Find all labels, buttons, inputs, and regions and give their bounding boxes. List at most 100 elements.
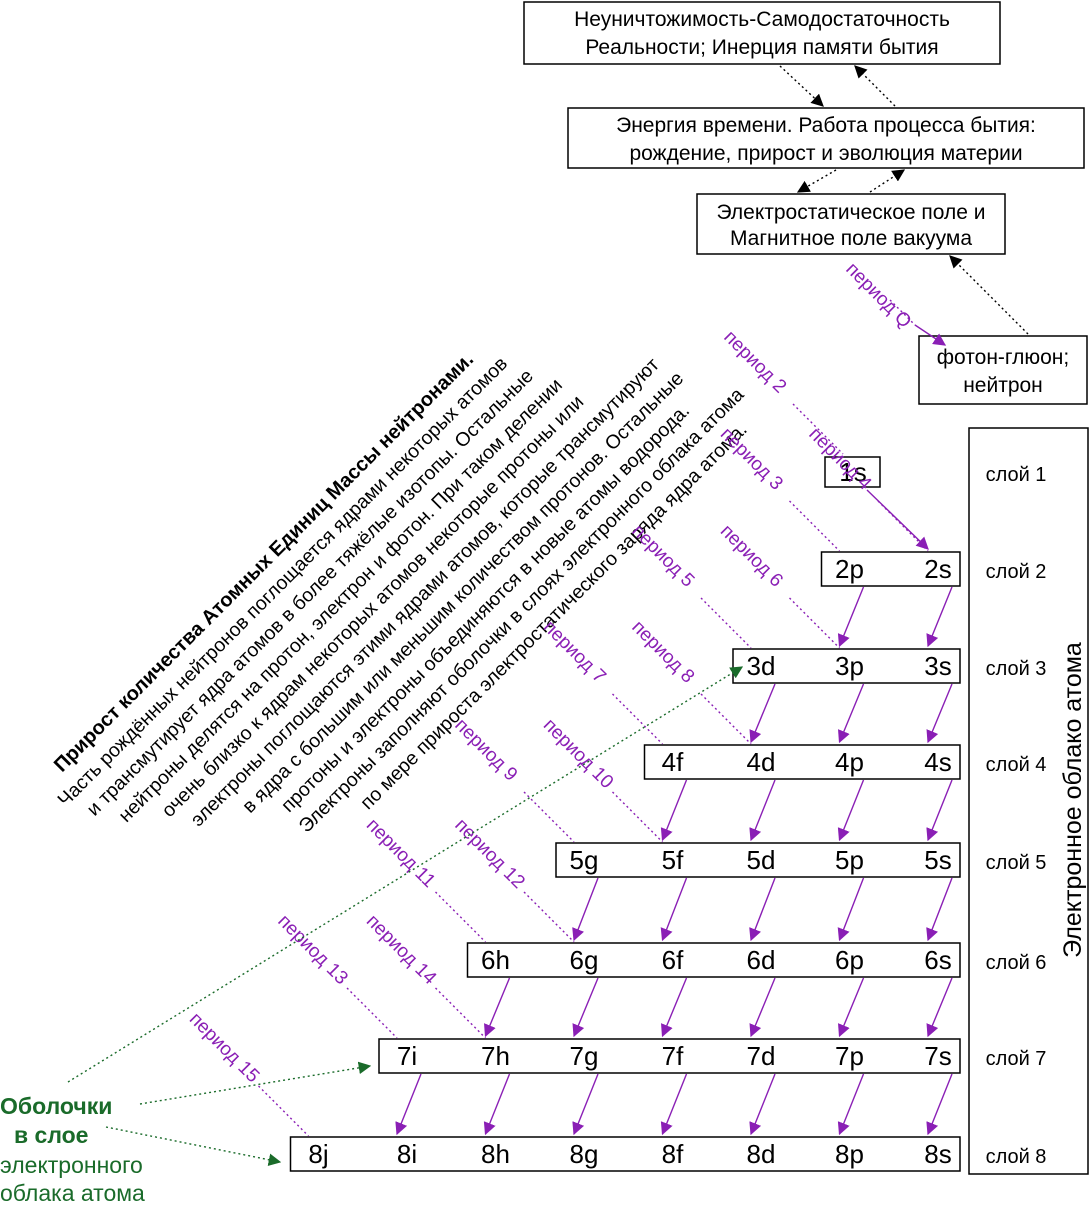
orbital-5g: 5g	[570, 845, 599, 875]
shells-pointer-middle	[139, 1061, 372, 1105]
layer-label-6: слой 6	[986, 952, 1047, 974]
orbital-7p: 7p	[835, 1041, 864, 1071]
orbital-row-box	[555, 842, 961, 878]
period-arrow	[837, 779, 865, 842]
orbital-7i: 7i	[397, 1041, 417, 1071]
layer-label-4: слой 4	[986, 754, 1047, 776]
period-lead-in	[612, 693, 663, 745]
layer-label-1: слой 1	[986, 464, 1047, 486]
field-line-1: Электростатическое поле и	[716, 201, 985, 224]
period-label-8: период 8	[627, 617, 698, 688]
period-q: период Q	[841, 259, 947, 346]
orbital-6f: 6f	[662, 945, 684, 975]
period-q-arrow	[914, 324, 947, 346]
period-arrow	[572, 1073, 599, 1136]
orbital-4d: 4d	[747, 747, 776, 777]
period-arrow	[661, 977, 688, 1038]
field-line-2: Магнитное поле вакуума	[730, 227, 972, 250]
period-arrow	[572, 977, 599, 1038]
reality-box: Неуничтожимость-Самодостаточность Реальн…	[523, 1, 1001, 65]
period-arrow	[395, 1073, 422, 1136]
orbital-5s: 5s	[924, 845, 951, 875]
layer-label-7: слой 7	[986, 1048, 1047, 1070]
period-label-10: период 10	[539, 715, 617, 793]
period-arrow	[749, 877, 776, 942]
period-arrow	[837, 586, 865, 648]
energy-line-1: Энергия времени. Работа процесса бытия:	[616, 114, 1036, 137]
orbital-8s: 8s	[924, 1139, 951, 1169]
orbital-8p: 8p	[835, 1139, 864, 1169]
period-lead-in	[789, 597, 840, 649]
reality-line-2: Реальности; Инерция памяти бытия	[585, 36, 938, 59]
period-arrow	[926, 977, 953, 1038]
period-lead-in	[700, 693, 752, 745]
period-arrow	[483, 1073, 511, 1136]
shells-label-line-3: электронного	[0, 1152, 143, 1178]
energy-line-2: рождение, прирост и эволюция материи	[629, 142, 1022, 165]
photon-line-2: нейтрон	[963, 374, 1043, 397]
orbital-4p: 4p	[835, 747, 864, 777]
orbital-6s: 6s	[924, 945, 951, 975]
orbital-8i: 8i	[397, 1139, 417, 1169]
shells-annotation: Оболочки в слое электронного облака атом…	[0, 666, 744, 1205]
period-arrow	[926, 586, 953, 648]
period-label-15: период 15	[185, 1009, 263, 1087]
electron-cloud-label: Электронное облако атома	[1059, 642, 1087, 958]
layer-label-3: слой 3	[986, 658, 1047, 680]
shells-label-line-2: в слое	[14, 1122, 88, 1148]
period-arrow	[749, 977, 776, 1038]
orbital-row-box	[378, 1038, 961, 1074]
top-connectors	[779, 65, 1029, 335]
period-label-14: период 14	[362, 911, 441, 990]
period-arrow	[484, 977, 511, 1038]
orbital-7s: 7s	[924, 1041, 951, 1071]
layer-label-8: слой 8	[986, 1146, 1047, 1168]
connector-up-3	[949, 255, 1029, 335]
orbital-7h: 7h	[481, 1041, 510, 1071]
layer-1-orbital-row: 1s	[824, 456, 881, 488]
period-lead-in	[523, 891, 575, 943]
orbital-6d: 6d	[747, 945, 776, 975]
period-arrow	[749, 779, 776, 842]
shells-pointer-long	[67, 666, 744, 1083]
period-label-9: период 9	[450, 715, 521, 786]
orbital-3s: 3s	[924, 651, 951, 681]
connector-up-1	[854, 65, 896, 107]
orbital-7f: 7f	[662, 1041, 684, 1071]
orbital-3d: 3d	[747, 651, 776, 681]
period-lead-in	[700, 597, 752, 649]
period-arrow	[660, 1073, 688, 1136]
photon-neutron-box: фотон-глюон; нейтрон	[918, 335, 1088, 405]
orbital-1s: 1s	[839, 457, 866, 487]
period-lead-in	[792, 403, 844, 455]
orbital-4s: 4s	[924, 747, 951, 777]
orbital-8f: 8f	[662, 1139, 684, 1169]
energy-box: Энергия времени. Работа процесса бытия: …	[567, 107, 1085, 169]
period-label-13: период 13	[273, 911, 351, 989]
orbital-6g: 6g	[570, 945, 599, 975]
period-arrow	[926, 877, 953, 942]
photon-line-1: фотон-глюон;	[937, 346, 1069, 369]
period-lead-in	[789, 500, 840, 552]
orbital-5p: 5p	[835, 845, 864, 875]
period-label-12: период 12	[450, 815, 528, 893]
period-label-5: период 5	[627, 521, 698, 592]
orbital-2p: 2p	[835, 554, 864, 584]
orbital-6p: 6p	[835, 945, 864, 975]
period-lead-in	[877, 500, 929, 552]
period-lead-in	[435, 891, 486, 943]
period-lead-in	[258, 1085, 309, 1137]
field-box: Электростатическое поле и Магнитное поле…	[696, 193, 1006, 255]
period-label-6: период 6	[716, 521, 787, 592]
connector-down-2	[796, 169, 837, 193]
period-lead-in	[523, 791, 575, 843]
connector-down-1	[779, 65, 824, 107]
connector-up-2	[869, 169, 906, 193]
period-arrow	[572, 877, 599, 942]
